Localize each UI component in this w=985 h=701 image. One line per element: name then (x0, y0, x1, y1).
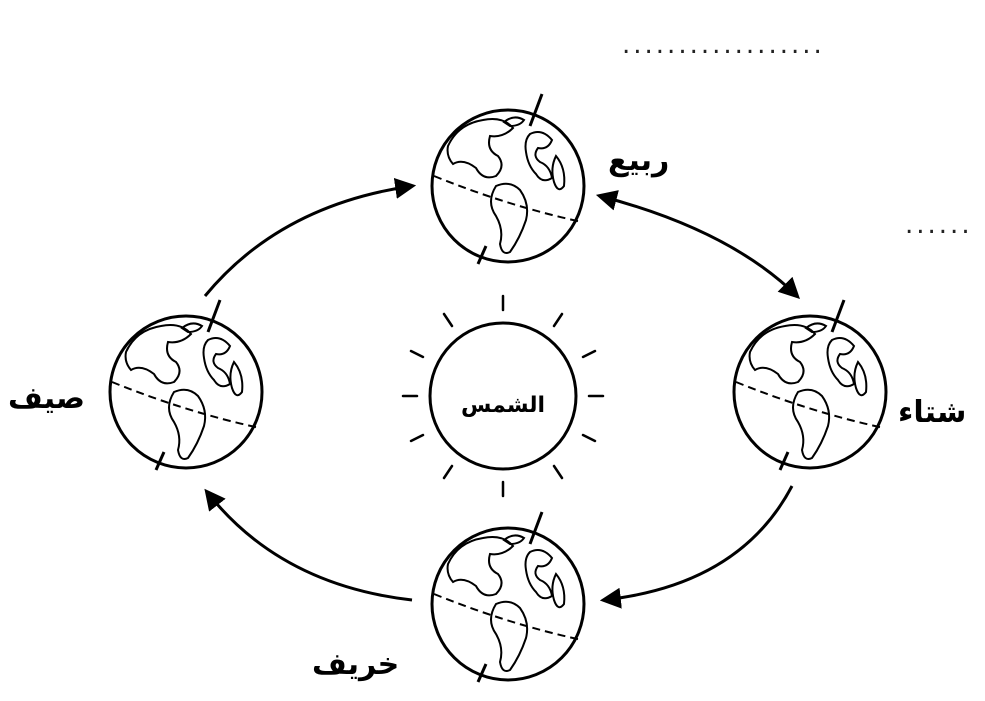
earth-globe-icon (432, 512, 584, 682)
arrow-summer-to-spring (205, 186, 412, 296)
earth-globe-icon (110, 300, 262, 470)
sun-label: الشمس (430, 395, 576, 417)
arrow-autumn-to-summer (207, 492, 412, 600)
arrow-winter-to-autumn (604, 486, 792, 600)
season-label-summer: صيف (8, 384, 85, 414)
answer-line-1[interactable]: .................. (622, 32, 825, 58)
arrow-spring-winter (600, 196, 797, 296)
season-label-winter: شتاء (898, 398, 966, 428)
season-label-autumn: خريف (312, 650, 399, 680)
earth-globe-icon (734, 300, 886, 470)
season-label-spring: ربيع (608, 146, 669, 176)
earth-globe-icon (432, 94, 584, 264)
answer-line-2[interactable]: ...... (905, 212, 973, 238)
